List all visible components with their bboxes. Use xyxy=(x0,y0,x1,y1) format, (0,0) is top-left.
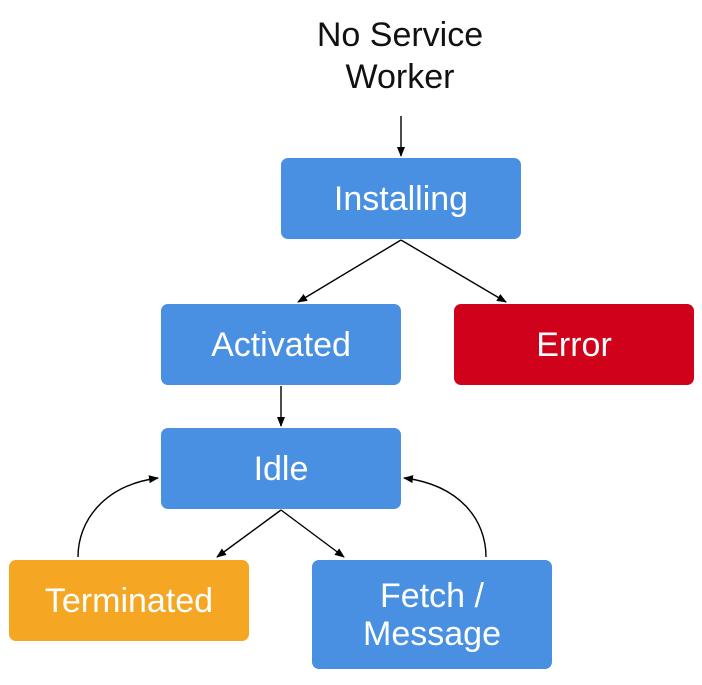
start-state-line-2: Worker xyxy=(345,58,455,96)
edge-fetch-to-idle xyxy=(403,475,487,558)
node-idle-label: Idle xyxy=(253,449,309,488)
node-fetch-message: Fetch / Message xyxy=(312,560,552,669)
start-state-line-1: No Service xyxy=(316,16,484,54)
node-installing-label: Installing xyxy=(333,179,469,218)
node-activated: Activated xyxy=(161,304,401,385)
edge-idle-to-terminated xyxy=(216,509,282,558)
node-error: Error xyxy=(454,304,694,385)
node-fetch-label-line-1: Fetch / xyxy=(380,576,484,615)
node-fetch-label-line-2: Message xyxy=(363,614,501,653)
start-state-label: No Service Worker xyxy=(280,14,520,98)
node-error-label: Error xyxy=(536,325,612,364)
edge-installing-to-error xyxy=(400,239,507,303)
edge-installing-to-activated xyxy=(297,239,402,303)
node-terminated: Terminated xyxy=(9,560,249,641)
node-installing: Installing xyxy=(281,158,521,239)
node-terminated-label: Terminated xyxy=(44,581,214,620)
node-activated-label: Activated xyxy=(211,325,351,364)
edge-terminated-to-idle xyxy=(77,475,159,558)
edge-idle-to-fetch xyxy=(280,509,345,558)
node-idle: Idle xyxy=(161,428,401,509)
